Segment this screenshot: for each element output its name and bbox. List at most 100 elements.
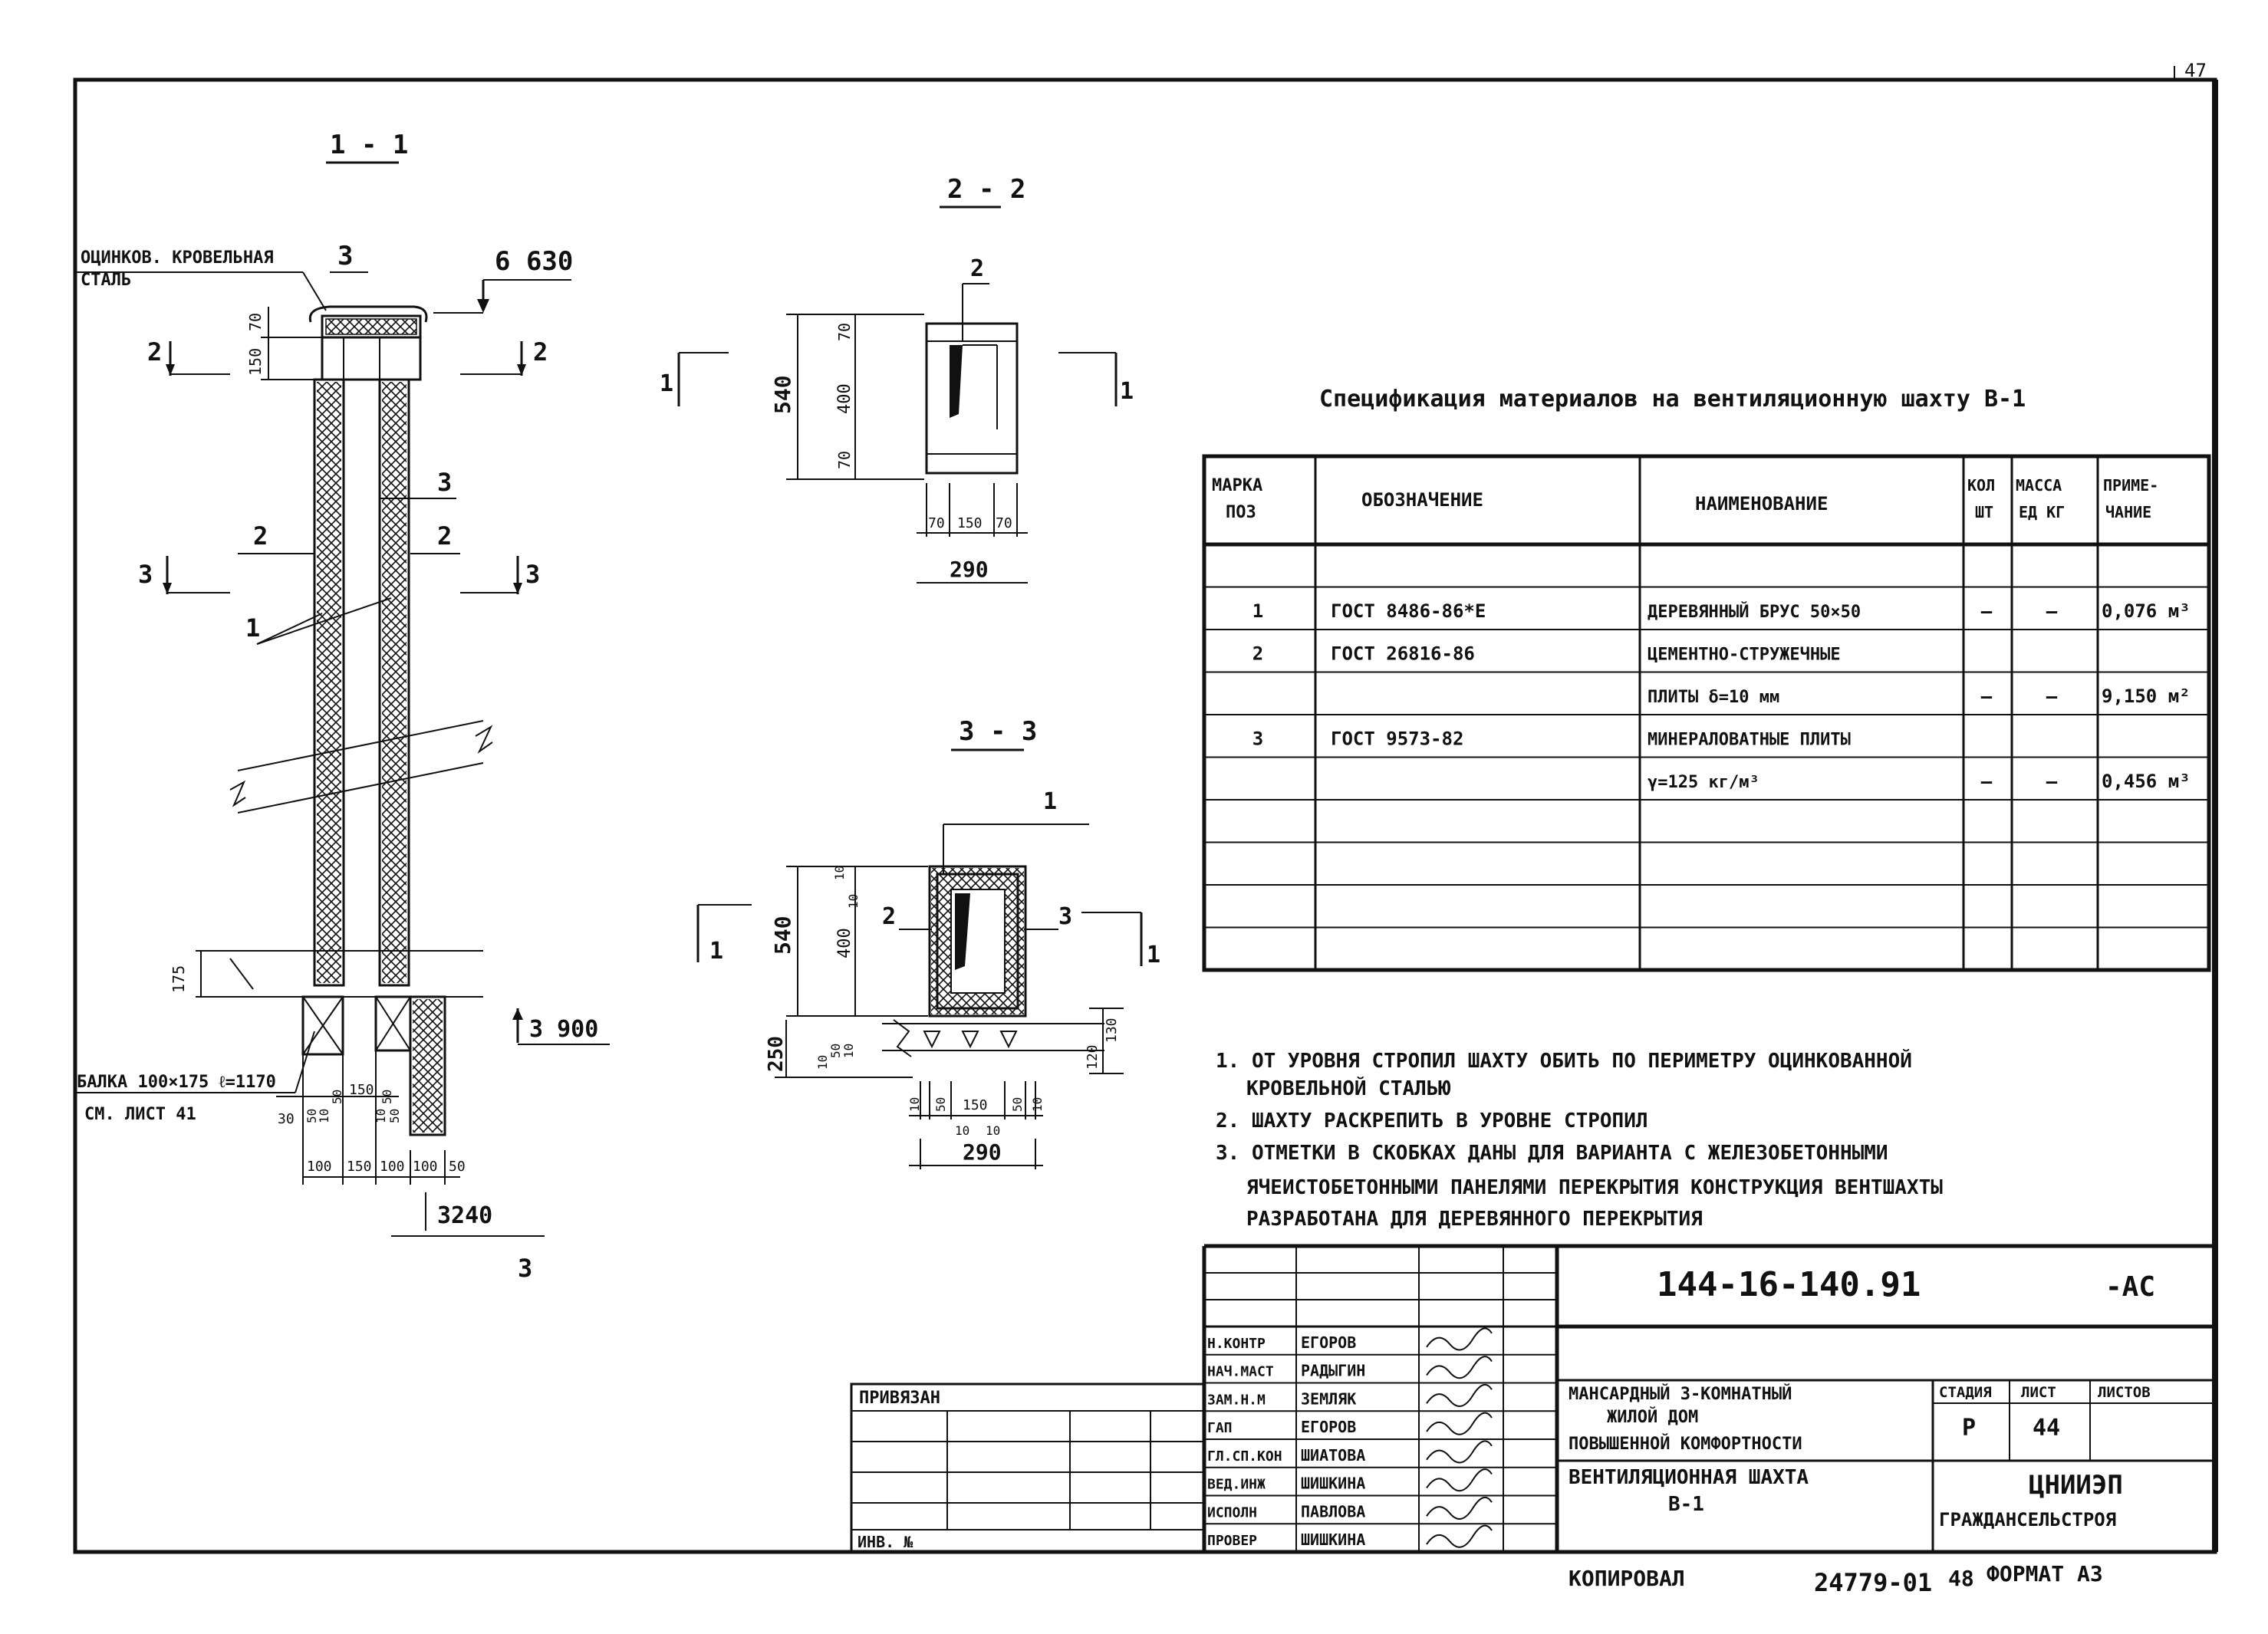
dim-50a: 50 — [304, 1109, 319, 1123]
corner-number: 47 — [2184, 60, 2207, 81]
dim-175: 175 — [170, 965, 188, 993]
spec-cell: γ=125 кг/м³ — [1648, 773, 1759, 792]
sheets-label: ЛИСТОВ — [2098, 1384, 2151, 1401]
zinc-steel-label-1: ОЦИНКОВ. КРОВЕЛЬНАЯ — [81, 248, 274, 268]
spec-cell: 9,150 м² — [2102, 685, 2191, 707]
section-1-1: 1 - 1 ОЦИНКОВ. КРОВЕЛЬНАЯ СТАЛЬ 3 6 630 … — [77, 130, 610, 1283]
cut-3-right: 3 — [525, 560, 540, 589]
dim-10-s33-l1: 10 — [815, 1055, 830, 1070]
dim-10-s33-l2: 10 — [841, 1044, 856, 1058]
title-block-person: ШИАТОВА — [1301, 1446, 1365, 1465]
spec-header-designation: ОБОЗНАЧЕНИЕ — [1361, 489, 1483, 511]
dim-100b: 100 — [380, 1159, 405, 1175]
spec-header-mark-2: ПОЗ — [1226, 503, 1256, 522]
dim-290-s33: 290 — [963, 1139, 1002, 1165]
note-3: 3. ОТМЕТКИ В СКОБКАХ ДАНЫ ДЛЯ ВАРИАНТА С… — [1216, 1142, 1888, 1165]
section-2-2-cut-1-right: 1 — [1120, 378, 1134, 405]
title-block-person: ШИШКИНА — [1301, 1530, 1365, 1549]
signature-mark — [1426, 1356, 1493, 1379]
dim-100c: 100 — [413, 1159, 438, 1175]
spec-cell: – — [1981, 600, 1993, 622]
dim-150-mid: 150 — [349, 1082, 374, 1098]
section-2-2-pos-2: 2 — [970, 255, 984, 282]
org-name-2: ГРАЖДАНСЕЛЬСТРОЯ — [1939, 1509, 2116, 1530]
dim-10-s33-top: 10 — [832, 866, 847, 880]
spec-cell: 0,456 м³ — [2102, 771, 2191, 792]
cut-3-left: 3 — [138, 560, 153, 589]
doc-code: 144-16-140.91 — [1657, 1265, 1921, 1304]
spec-header-name: НАИМЕНОВАНИЕ — [1695, 493, 1828, 515]
section-2-2-cut-1-left: 1 — [660, 370, 673, 397]
dim-10-s33-top2: 10 — [846, 894, 861, 909]
dim-50-s33-b2: 50 — [1010, 1097, 1025, 1112]
signature-mark — [1426, 1412, 1493, 1435]
dim-250-s33: 250 — [765, 1036, 788, 1072]
spec-cell: 3 — [1253, 728, 1263, 750]
signature-mark — [1426, 1496, 1493, 1520]
section-3-3-pos-2: 2 — [882, 903, 896, 930]
stage-label: СТАДИЯ — [1939, 1384, 1992, 1401]
spec-header-qty-2: ШТ — [1975, 503, 1993, 521]
spec-cell: ПЛИТЫ δ=10 мм — [1648, 688, 1779, 707]
sheet-label: ЛИСТ — [2021, 1384, 2056, 1401]
spec-cell: 1 — [1253, 600, 1263, 622]
spec-cell: – — [2046, 600, 2058, 622]
dim-70-s22-top: 70 — [835, 323, 854, 341]
project-name-3: ПОВЫШЕННОЙ КОМФОРТНОСТИ — [1569, 1434, 1802, 1454]
stage-value: Р — [1962, 1415, 1976, 1442]
project-name-1: МАНСАРДНЫЙ 3-КОМНАТНЫЙ — [1569, 1384, 1792, 1404]
dim-150-low: 150 — [347, 1159, 372, 1175]
elevation-3900: 3 900 — [529, 1016, 598, 1043]
dim-400-s22: 400 — [835, 383, 854, 414]
elevation-3240: 3240 — [437, 1202, 492, 1229]
dim-150-s22: 150 — [957, 515, 983, 531]
dim-50b: 50 — [330, 1090, 344, 1104]
beam-label-1: БАЛКА 100×175 ℓ=1170 — [77, 1073, 276, 1092]
spec-cell: – — [2046, 771, 2058, 792]
copy-code: 24779-01 — [1814, 1568, 1932, 1597]
title-block-person: ЕГОРОВ — [1301, 1333, 1356, 1352]
spec-cell: ДЕРЕВЯННЫЙ БРУС 50×50 — [1648, 602, 1861, 622]
privyazan-label: ПРИВЯЗАН — [859, 1389, 940, 1408]
cut-2-left: 2 — [147, 337, 162, 367]
spec-cell: – — [2046, 685, 2058, 707]
note-1-cont: КРОВЕЛЬНОЙ СТАЛЬЮ — [1246, 1076, 1450, 1100]
title-block-person: ЗЕМЛЯК — [1301, 1389, 1356, 1408]
section-3-3-pos-1: 1 — [1043, 788, 1057, 815]
dim-290-s22: 290 — [950, 557, 989, 582]
dim-10a: 10 — [317, 1109, 331, 1123]
section-3-3-cut-1-right: 1 — [1147, 942, 1160, 968]
elevation-6630: 6 630 — [495, 246, 573, 277]
spec-header-note-2: ЧАНИЕ — [2105, 503, 2151, 521]
title-block-role: ГЛ.СП.КОН — [1207, 1448, 1282, 1465]
section-1-1-title: 1 - 1 — [330, 130, 408, 160]
title-block-role: Н.КОНТР — [1207, 1336, 1266, 1352]
signature-mark — [1426, 1524, 1493, 1548]
title-block-person: ПАВЛОВА — [1301, 1502, 1365, 1521]
spec-cell: ГОСТ 8486-86*Е — [1331, 600, 1486, 622]
cut-2-right: 2 — [533, 337, 548, 367]
pos-3-top-label: 3 — [337, 241, 353, 271]
dim-130-s33: 130 — [1104, 1018, 1120, 1043]
pos-3-mid-label: 3 — [437, 468, 452, 497]
spec-cell: – — [1981, 685, 1993, 707]
zinc-steel-label-2: СТАЛЬ — [81, 271, 131, 290]
signature-mark — [1426, 1468, 1493, 1492]
inv-label: ИНВ. № — [857, 1533, 913, 1551]
sheet-title-2: В-1 — [1668, 1493, 1704, 1516]
spec-cell: ЦЕМЕНТНО-СТРУЖЕЧНЫЕ — [1648, 646, 1841, 665]
copied-label: КОПИРОВАЛ — [1569, 1566, 1685, 1591]
title-block-person: РАДЫГИН — [1301, 1362, 1365, 1380]
dim-150-s33: 150 — [963, 1097, 988, 1113]
dim-100a: 100 — [307, 1159, 332, 1175]
dim-50-s33-b1: 50 — [933, 1097, 948, 1112]
dim-70-s22-b1: 70 — [928, 515, 945, 531]
spec-header-mark-1: МАРКА — [1212, 476, 1262, 495]
title-block-person: ЕГОРОВ — [1301, 1418, 1356, 1436]
format-label: ФОРМАТ А3 — [1987, 1561, 2103, 1586]
dim-10-s33-b4: 10 — [986, 1123, 1000, 1138]
note-1: 1. ОТ УРОВНЯ СТРОПИЛ ШАХТУ ОБИТЬ ПО ПЕРИ… — [1216, 1048, 1912, 1073]
spec-cell: ГОСТ 26816-86 — [1331, 643, 1475, 665]
